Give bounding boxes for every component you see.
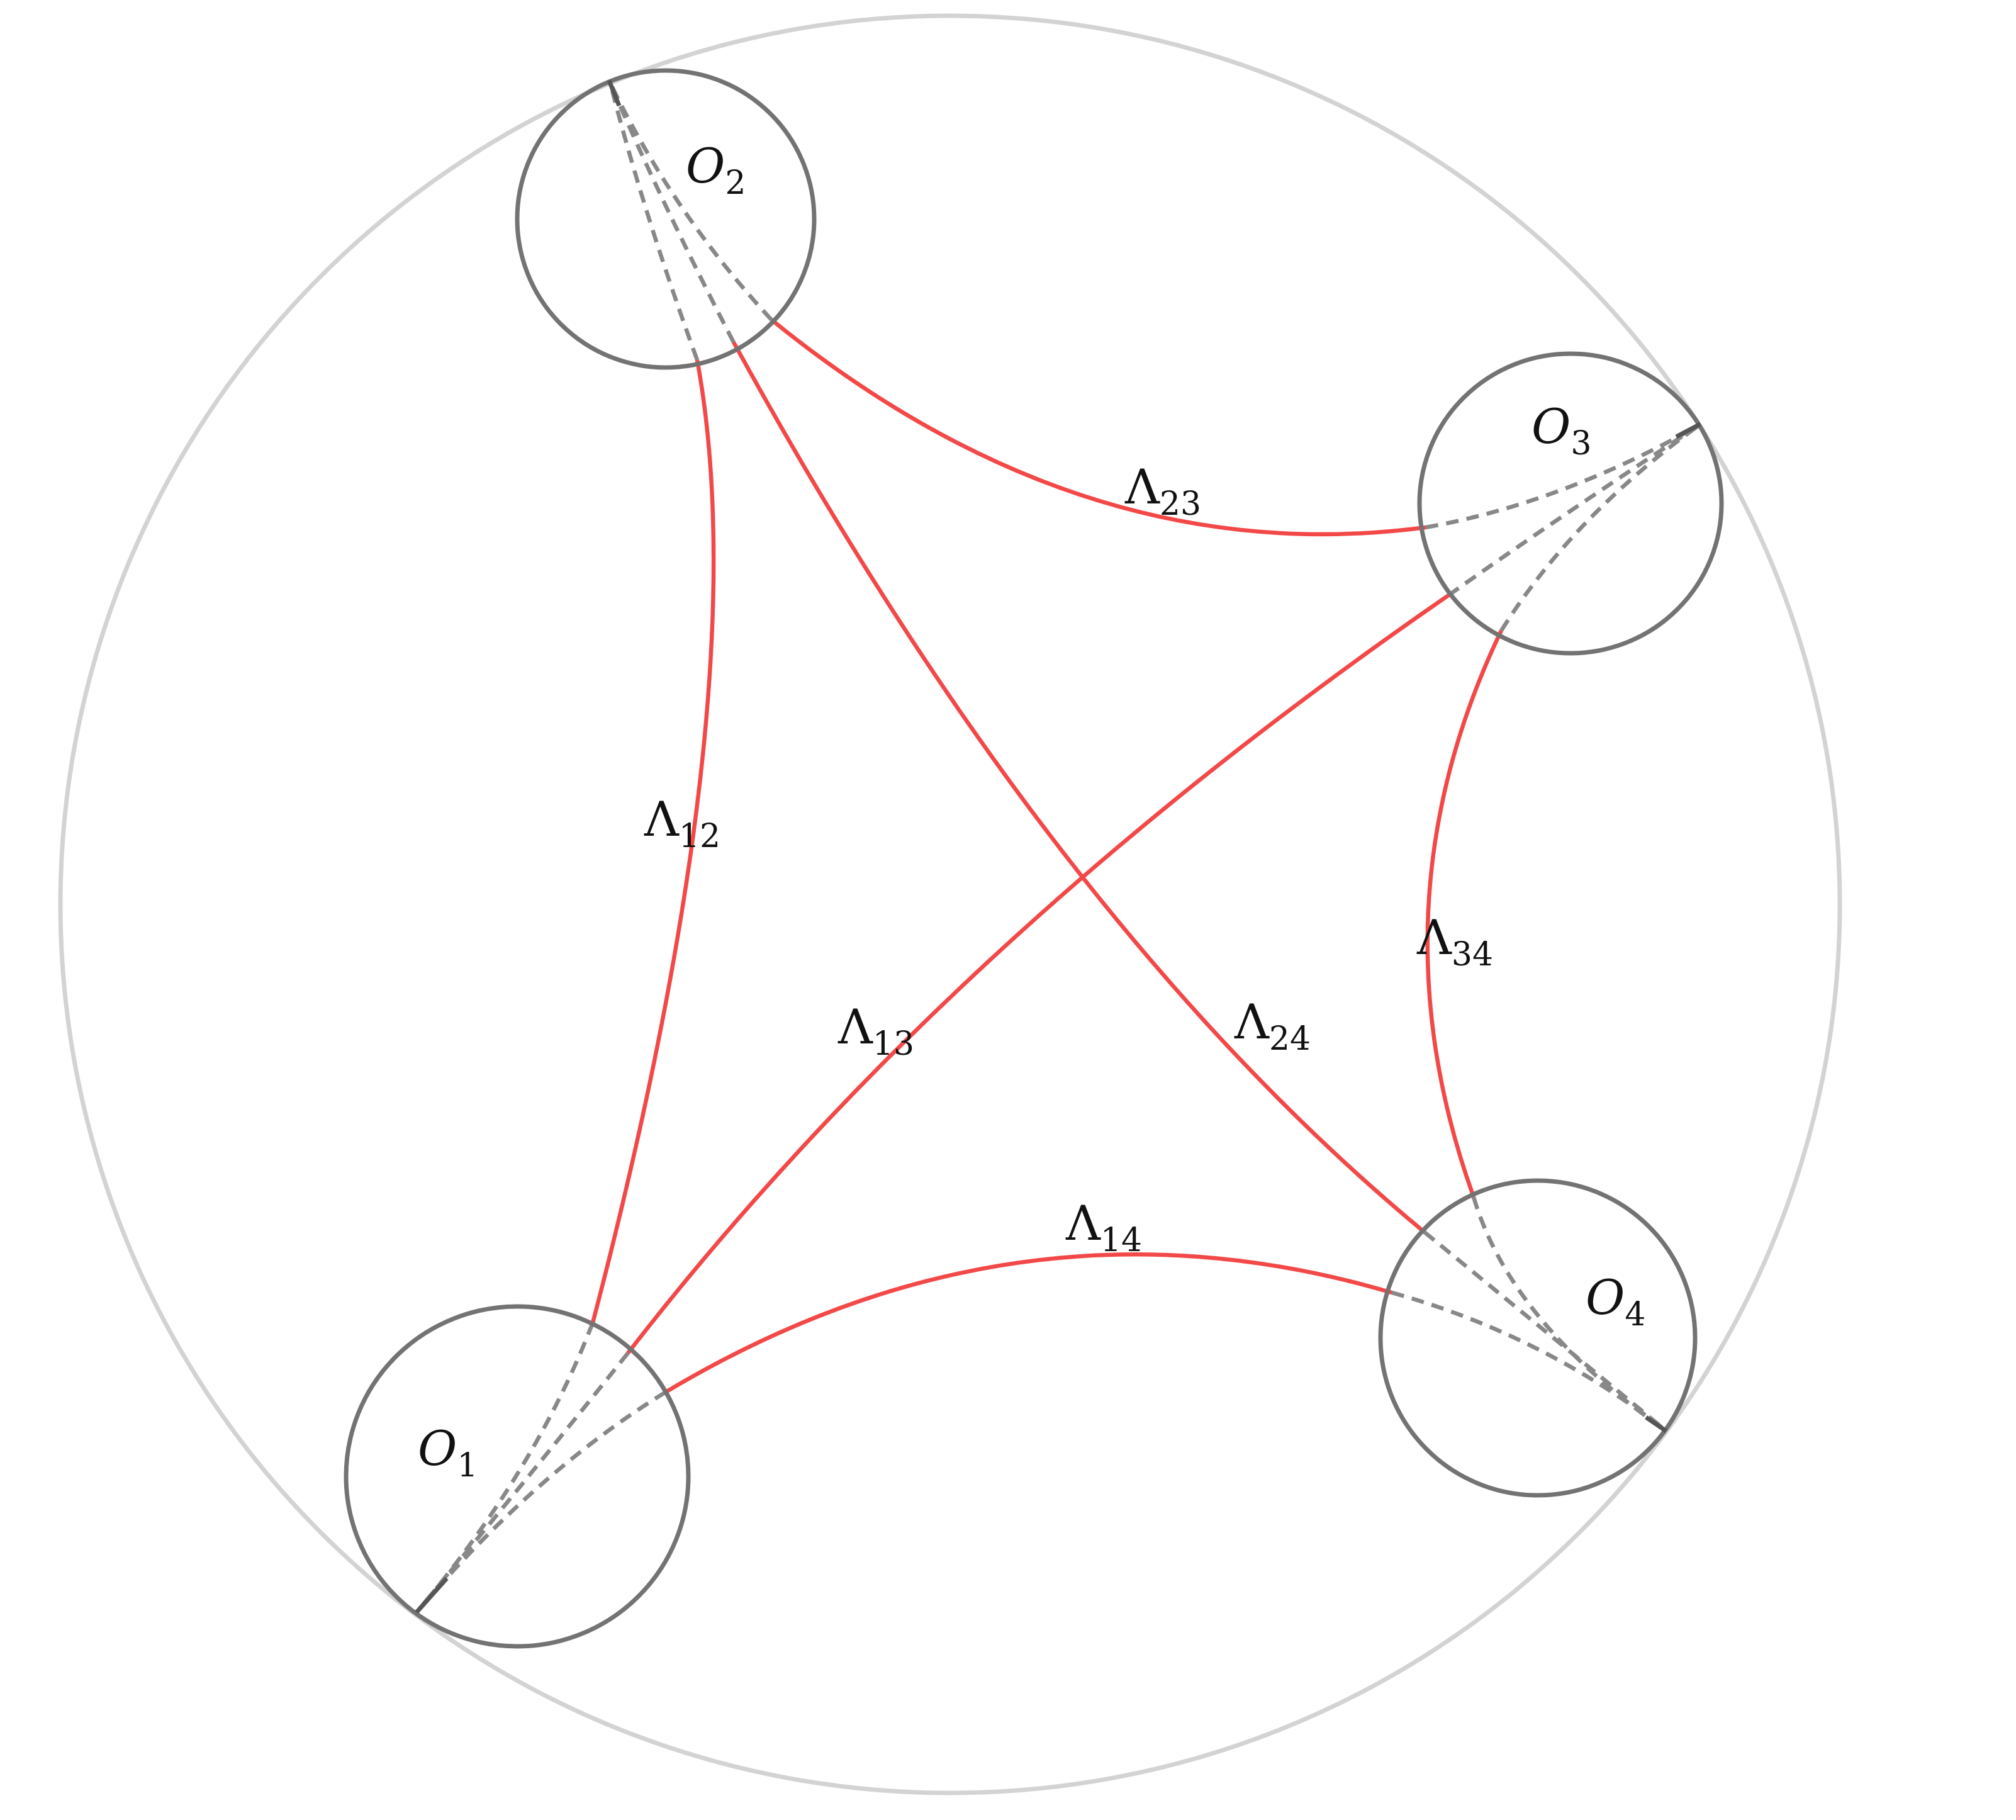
chord-4a	[1391, 1290, 1666, 1432]
chord-3c	[1499, 424, 1700, 632]
label-O3: O3	[1532, 398, 1591, 463]
chord-2a	[608, 82, 700, 361]
hole-circle-3	[1417, 351, 1724, 656]
chord-2b	[608, 82, 736, 344]
hole-2-boundary-tick	[607, 79, 622, 107]
label-O2: O2	[686, 138, 746, 202]
geodesic-13	[626, 593, 1450, 1354]
chord-1b	[415, 1351, 630, 1614]
chord-3a	[1425, 424, 1700, 530]
hole-circle-4	[1378, 1178, 1698, 1498]
label-O4: O4	[1586, 1269, 1645, 1334]
label-L12: Λ12	[644, 791, 720, 855]
geodesic-14	[664, 1252, 1392, 1394]
chord-3b	[1447, 424, 1700, 597]
chord-1a	[415, 1322, 595, 1614]
chord-1c	[415, 1390, 667, 1614]
label-L34: Λ34	[1416, 909, 1493, 974]
chord-4b	[1423, 1230, 1667, 1432]
geodesic-23	[770, 318, 1426, 537]
geodesic-24	[732, 341, 1426, 1234]
chords-hole-4	[1391, 1196, 1667, 1432]
chords-hole-1	[415, 1322, 667, 1614]
geodesic-34	[1425, 629, 1503, 1198]
hole-circle-2	[515, 68, 817, 370]
label-L24: Λ24	[1234, 994, 1311, 1058]
hole-circle-1	[344, 1304, 691, 1649]
hole-3-boundary-tick	[1675, 422, 1701, 439]
label-O1: O1	[418, 1420, 478, 1485]
chord-2c	[608, 82, 773, 322]
label-L14: Λ14	[1065, 1195, 1142, 1259]
chords-hole-2	[608, 82, 773, 361]
label-L23: Λ23	[1124, 459, 1201, 523]
chord-4c	[1471, 1196, 1666, 1432]
chords-hole-3	[1425, 424, 1700, 632]
hole-1-boundary-tick	[415, 1576, 449, 1614]
hole-4-boundary-tick	[1645, 1415, 1667, 1433]
geodesic-12	[590, 359, 716, 1323]
label-L13: Λ13	[837, 999, 914, 1063]
boundary-circle	[58, 13, 1842, 1795]
